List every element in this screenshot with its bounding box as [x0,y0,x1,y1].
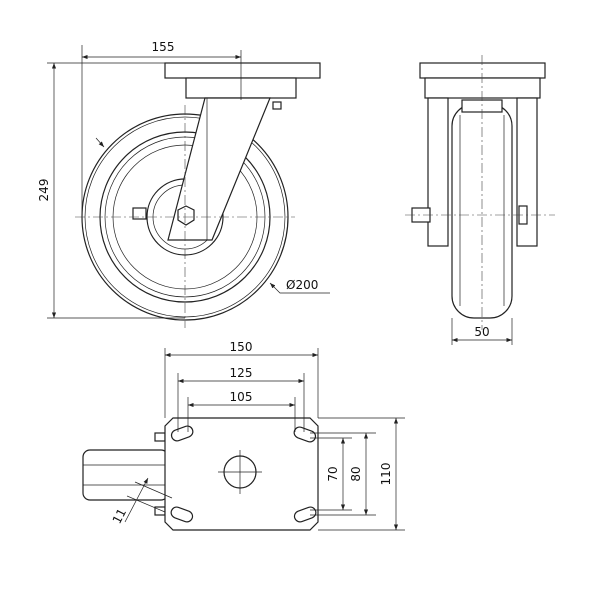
mounting-slots [170,425,317,523]
fork-leg-left [427,97,449,247]
dim-diameter-200: Ø200 [286,278,318,292]
mounting-plate [164,417,319,531]
dim-125: 125 [230,366,253,380]
grease-nipple [132,207,147,220]
dim-80: 80 [349,466,363,481]
dim-105: 105 [230,390,253,404]
top-plate [164,62,321,79]
fork [167,97,271,241]
top-view: 150 125 105 70 80 110 11 [82,340,405,531]
top-plate [419,62,546,79]
wheel-top [82,449,169,501]
dim-249: 249 [37,179,51,202]
dim-50: 50 [474,325,489,339]
axle-nut [177,205,195,226]
dim-150: 150 [230,340,253,354]
dim-155: 155 [152,40,175,54]
dim-11: 11 [110,506,129,526]
swivel-bearing [424,77,541,99]
front-view: 155 249 Ø200 [37,40,330,328]
dim-110: 110 [379,463,393,486]
side-view: 50 [405,55,555,345]
dim-70: 70 [326,466,340,481]
